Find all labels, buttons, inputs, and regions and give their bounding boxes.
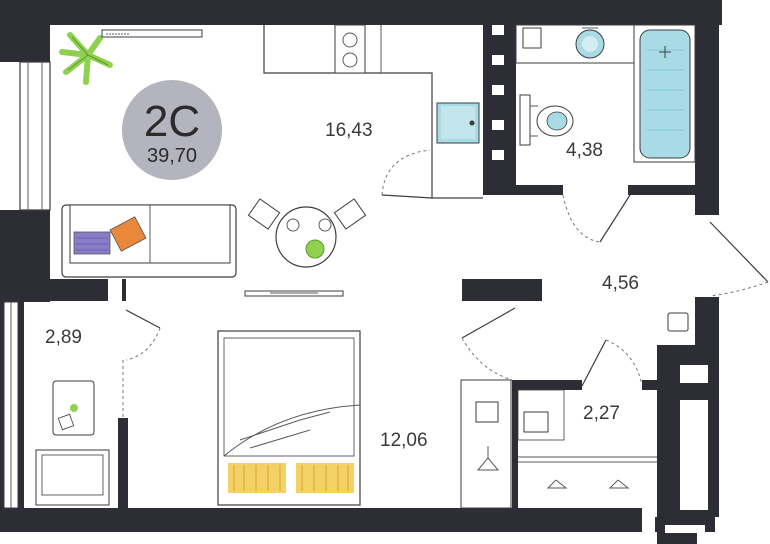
sink-icon [436,102,480,144]
kitchen-door-arc [381,149,431,196]
balcony-door-arc [125,327,161,361]
bathroom-fixtures [515,24,696,163]
hanger-icon [546,479,630,489]
room-area-bedroom: 12,06 [380,430,428,451]
balcony-table [52,380,95,436]
washing-machine-icon [522,27,542,49]
sofa-icon [61,204,237,278]
kitchen-counter [263,25,483,199]
hanger-icon [476,446,500,471]
bedroom-door [461,307,516,339]
bathtub-icon [633,24,696,163]
kitchen-door [381,194,433,199]
room-area-balcony: 2,89 [45,327,82,348]
bed-pillow-right [296,463,354,493]
washbasin-icon [575,27,605,59]
badge-code: 2С [144,97,200,146]
bedroom-closet [460,379,512,509]
room-area-bathroom: 4,38 [566,140,603,161]
bathroom-door-arc [562,194,601,243]
stove-icon [334,24,366,74]
hallway-niche [667,312,689,332]
apartment-badge: 2С 39,70 [122,80,222,180]
air-conditioner [101,29,203,38]
wardrobe-fixtures [517,389,657,489]
entrance-door [709,221,769,283]
bed-icon [217,330,361,506]
walls [0,0,722,544]
plant-icon [59,32,113,85]
room-area-hallway: 4,56 [602,273,639,294]
tv-icon [244,290,344,297]
wardrobe-door-arc [605,339,643,386]
pillow-orange [109,216,147,252]
balcony-door [125,309,161,329]
bedroom-door-arc [461,337,513,381]
dining-table-icon [247,198,367,268]
pillow-purple [73,231,111,255]
badge-circle [122,80,222,180]
bathroom-door [599,194,631,243]
toilet-icon [519,94,574,146]
wardrobe-door [581,339,607,387]
wall-niches [492,25,708,533]
badge-area: 39,70 [147,145,197,167]
balcony-chair [35,449,110,506]
entrance-door-arc [709,281,769,297]
room-area-wardrobe: 2,27 [583,403,620,424]
windows [3,61,51,509]
bed-pillow-left [228,463,286,493]
room-area-kitchen-living: 16,43 [325,120,373,141]
